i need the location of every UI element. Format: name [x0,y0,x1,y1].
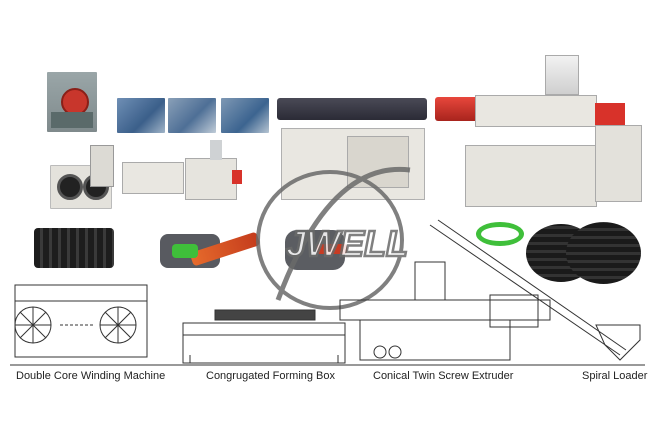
factory-photo-2 [168,98,216,133]
screw-cutaway-photo [150,220,265,280]
jwell-logo: JWELL [256,166,411,310]
pipe-photo [526,222,641,284]
extruder-drawing [339,261,551,361]
svg-text:JWELL: JWELL [286,223,408,264]
extruder-label: Conical Twin Screw Extruder [373,370,514,382]
green-tube-photo [476,222,524,246]
winding-machine-label: Double Core Winding Machine [16,370,166,382]
extruder-machine-photo [435,55,642,207]
factory-photo-1 [117,98,165,133]
corrugated-machine-photo [277,98,427,200]
spiral-loader-label: Spiral Loader [582,370,648,382]
forming-box-label: Congrugated Forming Box [206,370,336,382]
pipe-section-photo [34,228,114,268]
forming-box-drawing [182,309,346,364]
winding-drawing [14,284,148,358]
winding-reel-photo [47,72,97,132]
factory-photo-3 [221,98,269,133]
spiral-loader-drawing [429,219,641,361]
production-line-photo [90,140,242,210]
